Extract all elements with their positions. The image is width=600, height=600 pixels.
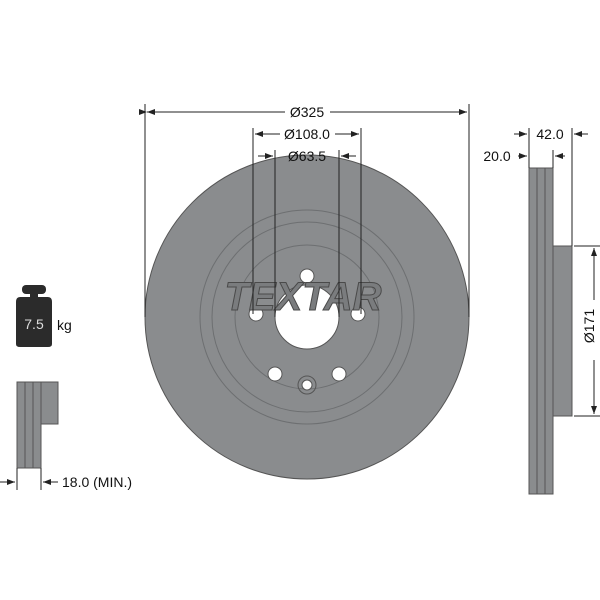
disc-thickness-label: 20.0 bbox=[483, 148, 510, 164]
disc-front-view: TEXTAR bbox=[144, 154, 470, 480]
total-height-label: 42.0 bbox=[536, 126, 563, 142]
min-thickness-label: 18.0 (MIN.) bbox=[62, 474, 132, 490]
min-thickness-section bbox=[16, 381, 59, 469]
textar-logo: TEXTAR bbox=[224, 275, 381, 319]
hub-diameter-label: Ø171 bbox=[581, 309, 597, 343]
center-bore-label: Ø63.5 bbox=[288, 148, 326, 164]
dimension-lines bbox=[139, 104, 470, 317]
weight-icon bbox=[16, 285, 52, 347]
outer-diameter-label: Ø325 bbox=[290, 104, 324, 120]
bolt-circle-label: Ø108.0 bbox=[284, 126, 330, 142]
disc-side-view bbox=[528, 167, 573, 495]
weight-unit: kg bbox=[57, 317, 72, 333]
weight-value: 7.5 bbox=[24, 316, 44, 332]
